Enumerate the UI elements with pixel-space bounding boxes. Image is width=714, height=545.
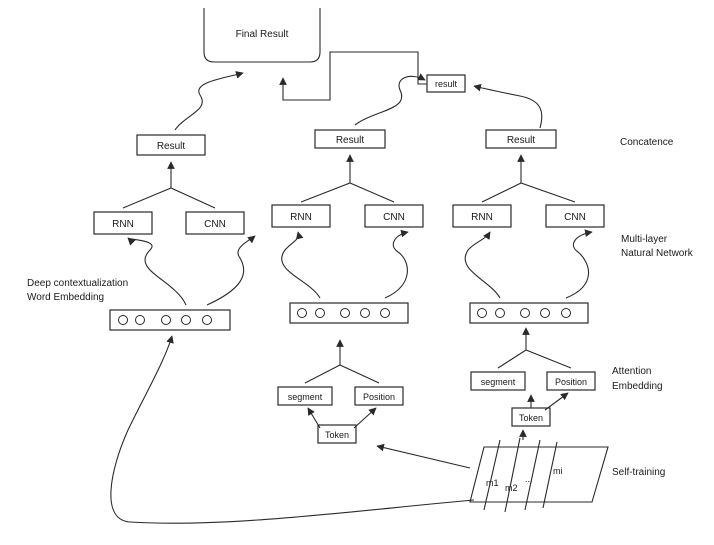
- col1-cnn-label: CNN: [204, 219, 226, 230]
- col3-token-node: Token: [511, 407, 551, 427]
- col2-token-node: Token: [317, 424, 357, 444]
- col3-to-rnn-arrow: [464, 231, 501, 299]
- col2-rnn-label: RNN: [290, 212, 312, 223]
- final-result-label: Final Result: [236, 29, 289, 40]
- result-top-node: result: [426, 74, 466, 93]
- attention-label-line1: Attention: [612, 366, 651, 377]
- col2-position-label: Position: [363, 392, 395, 402]
- mi-label: mi: [553, 466, 563, 476]
- col2-position-node: Position: [354, 386, 404, 406]
- col3-token-to-position: [544, 392, 569, 411]
- col3-cnn-node: CNN: [545, 204, 605, 228]
- col3-position-label: Position: [555, 377, 587, 387]
- m1-label: m1: [486, 478, 499, 488]
- col2-token-to-position: [353, 407, 377, 429]
- col3-result-label: Result: [507, 135, 536, 146]
- column-1: Result RNN CNN: [93, 71, 256, 331]
- final-result-node: Final Result: [203, 8, 321, 63]
- dots-label: ...: [525, 474, 533, 484]
- col1-merge-lines: [122, 187, 216, 209]
- col3-embedding-vector: [469, 302, 589, 324]
- col1-result-node: Result: [136, 134, 206, 156]
- self-training-label: Self-training: [612, 467, 665, 478]
- col3-merge-lines: [481, 182, 576, 203]
- col2-rnn-node: RNN: [271, 204, 331, 228]
- col3-to-cnn-arrow: [565, 229, 593, 299]
- col2-token-to-segment: [307, 407, 321, 429]
- col2-attn-merge-lines: [304, 364, 380, 384]
- col3-rnn-label: RNN: [471, 212, 493, 223]
- col2-to-cnn-arrow: [384, 229, 409, 299]
- col2-merge-lines: [300, 182, 395, 203]
- deep-contextualization-label: Deep contextualization: [27, 278, 128, 289]
- col1-rnn-label: RNN: [112, 219, 134, 230]
- col3-segment-node: segment: [470, 371, 526, 391]
- col2-embedding-vector: [289, 302, 409, 324]
- column-2: Result RNN CNN segment Position T: [271, 73, 426, 444]
- col1-to-final-arrow: [174, 71, 244, 131]
- col2-segment-label: segment: [288, 392, 323, 402]
- col3-position-node: Position: [546, 371, 596, 391]
- col3-attn-merge-lines: [497, 349, 572, 369]
- self-training-to-col1-vector: [110, 335, 475, 524]
- col2-cnn-node: CNN: [364, 204, 424, 228]
- m2-label: m2: [505, 483, 518, 493]
- col2-to-rnn-arrow: [281, 231, 321, 299]
- col1-to-rnn-arrow: [127, 237, 187, 306]
- col1-embedding-vector: [109, 309, 231, 331]
- col3-token-label: Token: [519, 413, 543, 423]
- multilayer-label-line2: Natural Network: [621, 248, 694, 259]
- col1-cnn-node: CNN: [185, 211, 245, 235]
- col2-to-result-arrow: [354, 73, 426, 126]
- word-embedding-label: Word Embedding: [27, 292, 104, 303]
- col3-cnn-label: CNN: [564, 212, 586, 223]
- column-3: Result RNN CNN segment Position T: [452, 83, 605, 427]
- col3-rnn-node: RNN: [452, 204, 512, 228]
- multilayer-label-line1: Multi-layer: [621, 234, 668, 245]
- attention-label-line2: Embedding: [612, 381, 663, 392]
- col1-to-cnn-arrow: [206, 235, 256, 306]
- concatence-label: Concatence: [620, 137, 674, 148]
- result-top-label: result: [435, 79, 458, 89]
- col2-token-label: Token: [325, 430, 349, 440]
- result-to-final-connector: [279, 51, 427, 101]
- col2-segment-node: segment: [277, 386, 333, 406]
- self-training-to-col2-token: [376, 443, 471, 469]
- col3-result-node: Result: [485, 129, 557, 149]
- col2-result-label: Result: [336, 135, 365, 146]
- col3-to-result-arrow: [473, 83, 543, 129]
- col2-cnn-label: CNN: [383, 212, 405, 223]
- col1-result-label: Result: [157, 141, 186, 152]
- col1-rnn-node: RNN: [93, 211, 153, 235]
- self-training-box: m1 m2 ... mi: [469, 437, 609, 513]
- col2-result-node: Result: [314, 129, 386, 149]
- col3-segment-label: segment: [481, 377, 516, 387]
